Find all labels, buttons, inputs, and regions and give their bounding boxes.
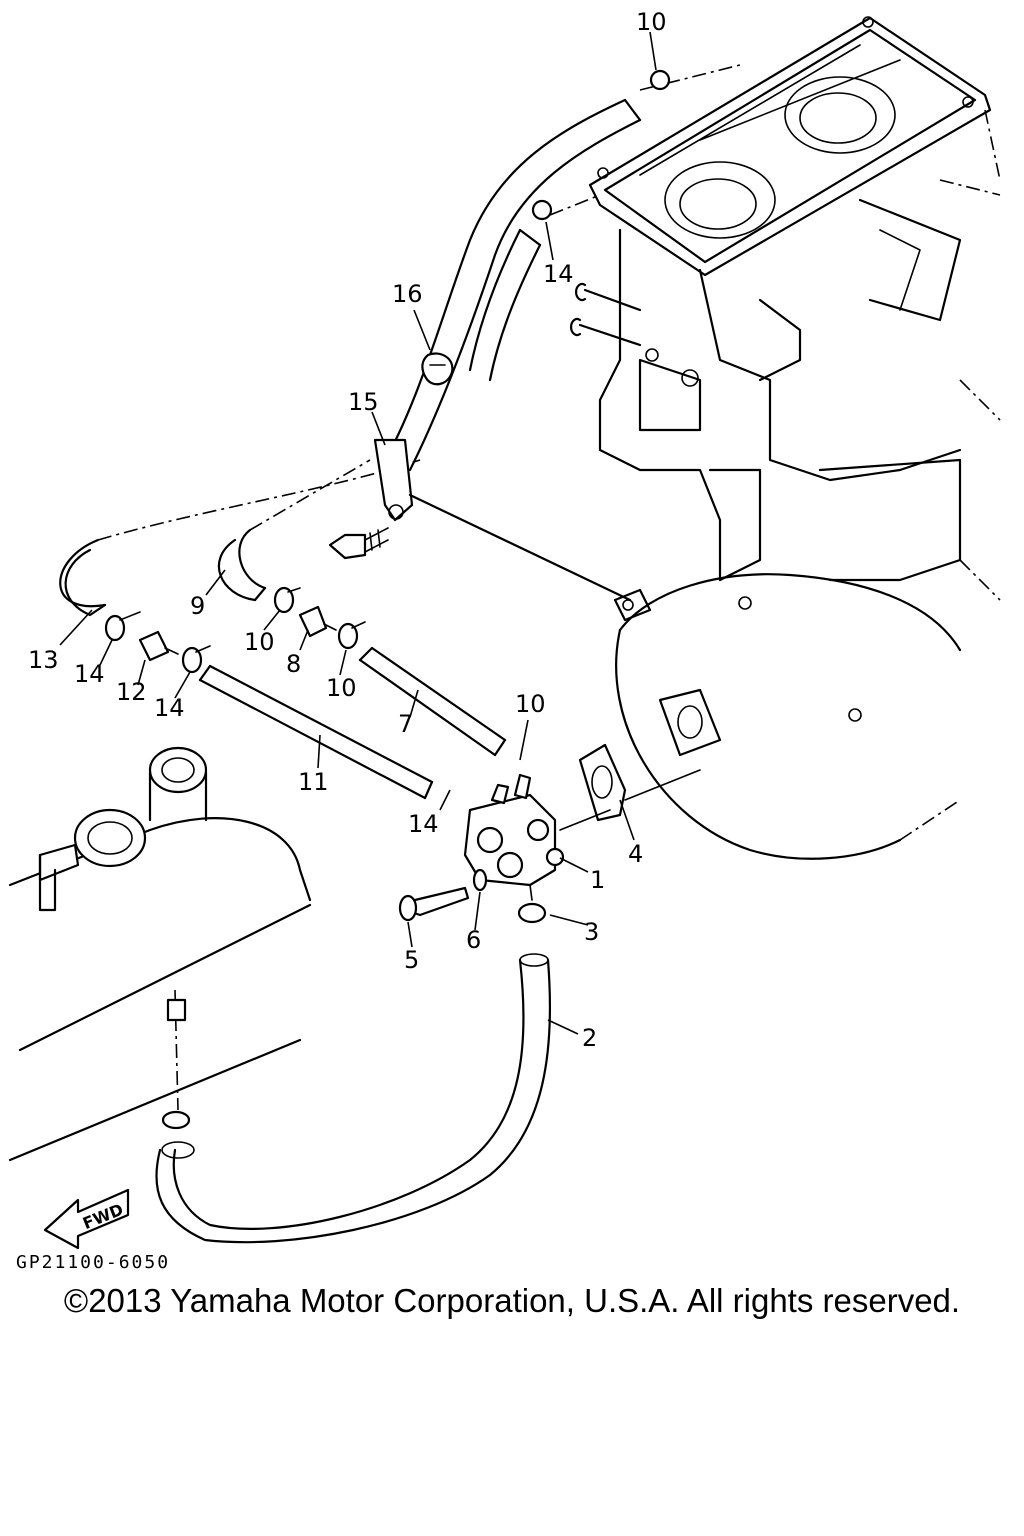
callout-14-pump: 14 bbox=[408, 810, 439, 838]
callout-4: 4 bbox=[628, 840, 643, 868]
fwd-arrow: FWD bbox=[43, 1188, 130, 1250]
callout-15: 15 bbox=[348, 388, 379, 416]
callout-9: 9 bbox=[190, 592, 205, 620]
callout-2: 2 bbox=[582, 1024, 597, 1052]
engine-block bbox=[570, 16, 1001, 860]
callout-5: 5 bbox=[404, 946, 419, 974]
callout-13: 13 bbox=[28, 646, 59, 674]
clamps-and-valves bbox=[104, 69, 671, 674]
drawing-code: GP21100-6050 bbox=[16, 1252, 171, 1273]
callout-6: 6 bbox=[466, 926, 481, 954]
callout-10-right: 10 bbox=[515, 690, 546, 718]
hoses-7-11 bbox=[198, 646, 507, 800]
callout-10-mid: 10 bbox=[326, 674, 357, 702]
callout-11: 11 bbox=[298, 768, 329, 796]
hose-loops bbox=[59, 459, 421, 617]
leader-lines bbox=[59, 31, 657, 1035]
bracket-15 bbox=[328, 352, 632, 602]
callout-1: 1 bbox=[590, 866, 605, 894]
callout-8: 8 bbox=[286, 650, 301, 678]
parts-diagram: FWD 10 14 16 15 9 13 14 12 14 bbox=[8, 8, 1001, 1250]
callout-14-mid: 14 bbox=[154, 694, 185, 722]
callout-14-left: 14 bbox=[74, 660, 105, 688]
upper-hoses bbox=[378, 64, 741, 472]
callout-numbers: 10 14 16 15 9 13 14 12 14 10 8 10 7 10 1… bbox=[28, 8, 667, 1052]
copyright-notice: ©2013 Yamaha Motor Corporation, U.S.A. A… bbox=[63, 1282, 961, 1319]
callout-10-top: 10 bbox=[636, 8, 667, 36]
callout-3: 3 bbox=[584, 918, 599, 946]
callout-12: 12 bbox=[116, 678, 147, 706]
callout-14-top: 14 bbox=[543, 260, 574, 288]
callout-7: 7 bbox=[398, 710, 413, 738]
oil-tank-and-hose-2 bbox=[8, 746, 552, 1244]
callout-16: 16 bbox=[392, 280, 423, 308]
oil-pump-assembly bbox=[398, 743, 701, 924]
callout-10-left: 10 bbox=[244, 628, 275, 656]
